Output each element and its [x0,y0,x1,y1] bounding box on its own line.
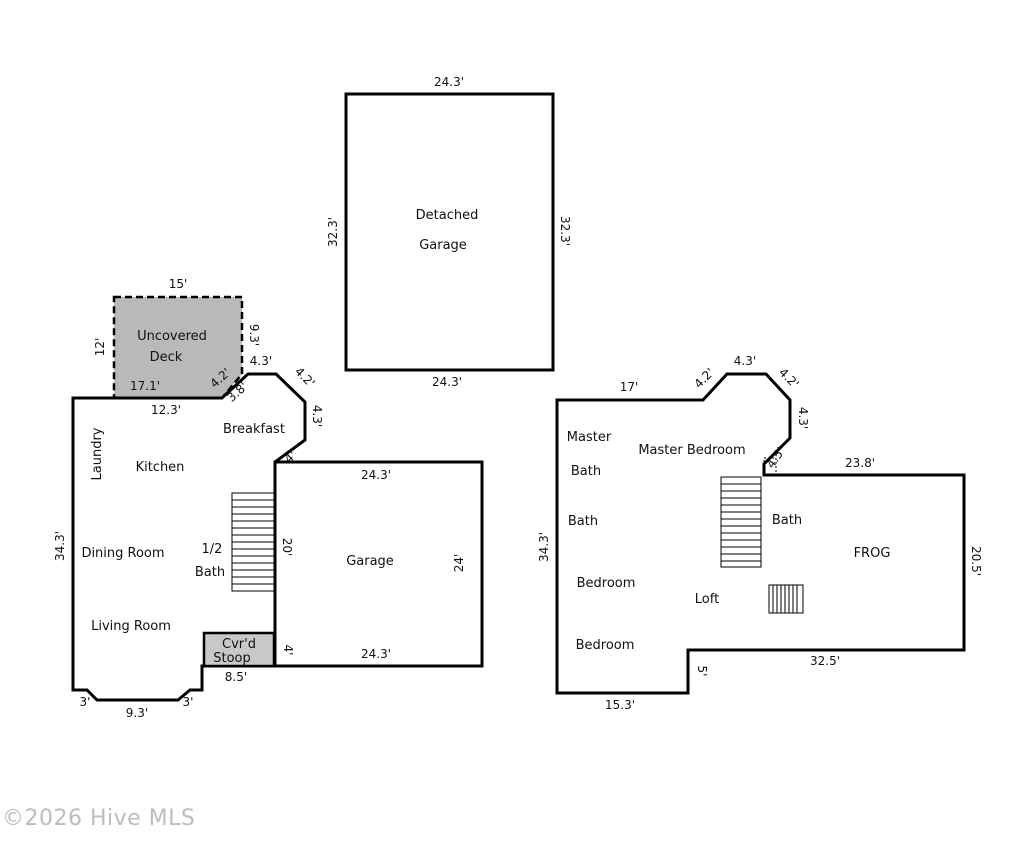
covered-stoop-area [202,631,276,668]
dim-stoop-4: 4' [281,645,295,656]
dim-stoop-8-5: 8.5' [225,670,247,684]
garage-label: Garage [346,554,394,569]
detached-garage: Detached Garage 24.3' 24.3' 32.3' 32.3' [326,75,572,389]
detached-garage-dim-top: 24.3' [434,75,464,89]
detached-garage-dim-right: 32.3' [558,216,572,246]
dim-diag-4-2: 4.2' [292,364,318,390]
dim-side-4-3: 4.3' [310,405,324,427]
living-room-label: Living Room [91,619,171,634]
dim-garage-right: 24' [452,554,466,573]
first-floor: Uncovered Deck Breakfast Laundry Kitchen… [53,277,484,720]
dim-garage-top: 24.3' [361,468,391,482]
dim-2f-side-4-3: 4.3' [796,407,810,429]
uncovered-deck-area [112,295,244,400]
dim-2f-frog-right: 20.5' [969,546,983,576]
attached-garage-outline [273,460,484,668]
master-bedroom-label: Master Bedroom [638,443,745,458]
dim-stair-20: 20' [280,538,294,557]
dim-deck-top: 15' [169,277,188,291]
dim-2f-left-34-3: 34.3' [537,532,551,562]
kitchen-label: Kitchen [136,460,185,475]
stoop-label-line1: Cvr'd [222,637,256,652]
bedroom1-label: Bedroom [577,576,636,591]
breakfast-label: Breakfast [223,422,285,437]
laundry-label: Laundry [90,427,105,480]
stoop-label-line2: Stoop [213,651,251,666]
dim-2f-bottom-15-3: 15.3' [605,698,635,712]
attic-access-hatch [768,584,804,614]
dim-bay-left-3: 3' [80,695,91,709]
deck-label-line1: Uncovered [137,329,207,344]
first-floor-stairs [231,492,275,592]
detached-garage-dim-bottom: 24.3' [432,375,462,389]
second-floor-closet [763,457,777,475]
second-floor: Master Bath Master Bedroom Bath Bath FRO… [537,354,983,712]
detached-garage-label-line1: Detached [416,208,479,223]
dining-room-label: Dining Room [81,546,164,561]
dim-wall-12-3: 12.3' [151,403,181,417]
dim-deck-right: 9.3' [247,324,261,346]
frog-label: FROG [854,546,891,561]
master-bath-label: Bath [571,464,601,479]
detached-garage-label-line2: Garage [419,238,467,253]
dim-2f-diag-4-5: 4.5' [764,445,788,471]
dim-garage-bottom: 24.3' [361,647,391,661]
half-bath-label-line1: 1/2 [202,542,223,557]
detached-garage-outline [344,92,555,372]
loft-label: Loft [695,592,719,607]
dim-2f-step-5: 5' [695,666,709,677]
bath-right-label: Bath [772,513,802,528]
dim-left-34-3: 34.3' [53,531,67,561]
dim-2f-bottom-32-5: 32.5' [810,654,840,668]
dim-bay-9-3: 9.3' [126,706,148,720]
mls-watermark: ©2026 Hive MLS [2,806,196,831]
dim-2f-top-4-3: 4.3' [734,354,756,368]
master-label: Master [567,430,612,445]
second-floor-stairs [720,476,762,568]
bedroom2-label: Bedroom [576,638,635,653]
bath-label: Bath [568,514,598,529]
dim-deck-bottom: 17.1' [130,379,160,393]
dim-2f-top-17: 17' [620,380,639,394]
detached-garage-dim-left: 32.3' [326,217,340,247]
dim-deck-left: 12' [93,338,107,357]
half-bath-label-line2: Bath [195,565,225,580]
dim-bay-right-3: 3' [183,695,194,709]
dim-2f-frog-top: 23.8' [845,456,875,470]
deck-label-line2: Deck [150,350,183,365]
dim-top-4-3: 4.3' [250,354,272,368]
